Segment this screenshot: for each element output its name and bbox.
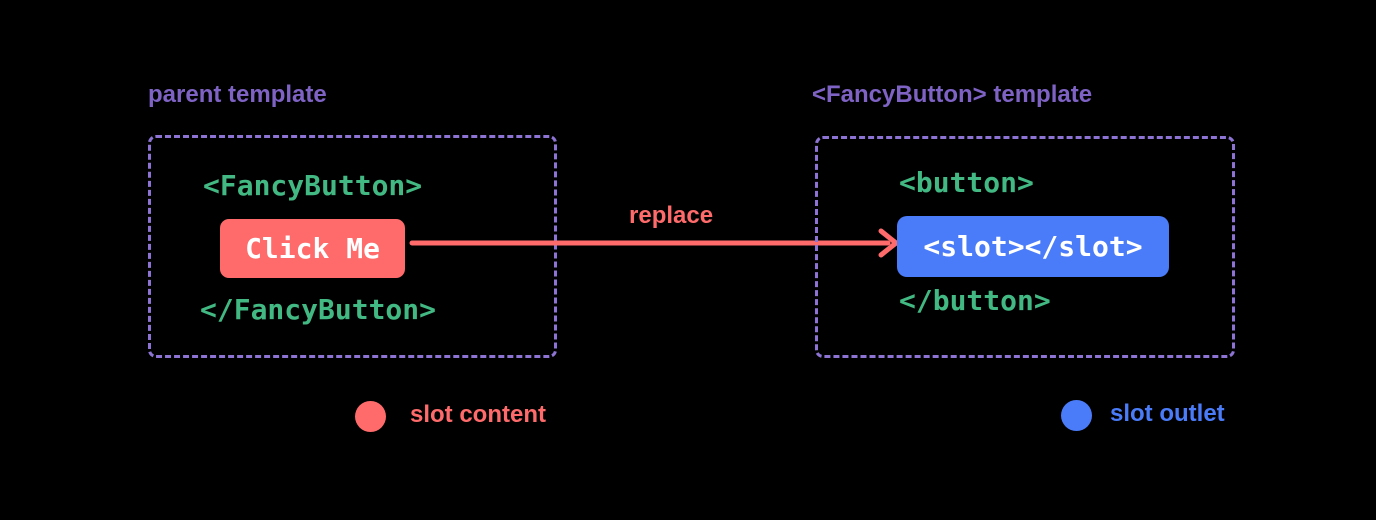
slot-content-dot-icon [355, 401, 386, 432]
parent-open-tag: <FancyButton> [203, 169, 423, 202]
slot-outlet-legend-label: slot outlet [1110, 400, 1225, 427]
slot-outlet-code: <slot></slot> [923, 230, 1143, 263]
component-template-title: <FancyButton> template [812, 81, 1093, 108]
parent-close-tag: </FancyButton> [200, 293, 437, 326]
component-open-tag: <button> [899, 166, 1034, 199]
click-me-button-label: Click Me [245, 232, 380, 265]
component-close-tag: </button> [899, 284, 1051, 317]
replace-label: replace [629, 202, 714, 229]
slot-outlet-dot-icon [1061, 400, 1092, 431]
slot-outlet-box: <slot></slot> [897, 216, 1169, 277]
click-me-button: Click Me [220, 219, 405, 278]
parent-template-box: <FancyButton> Click Me </FancyButton> [148, 135, 557, 358]
replace-arrow [404, 225, 908, 261]
replace-arrow-icon [409, 228, 899, 258]
slot-content-legend-label: slot content [410, 401, 546, 428]
parent-template-title: parent template [148, 81, 327, 108]
component-template-box: <button> <slot></slot> </button> [815, 136, 1235, 358]
